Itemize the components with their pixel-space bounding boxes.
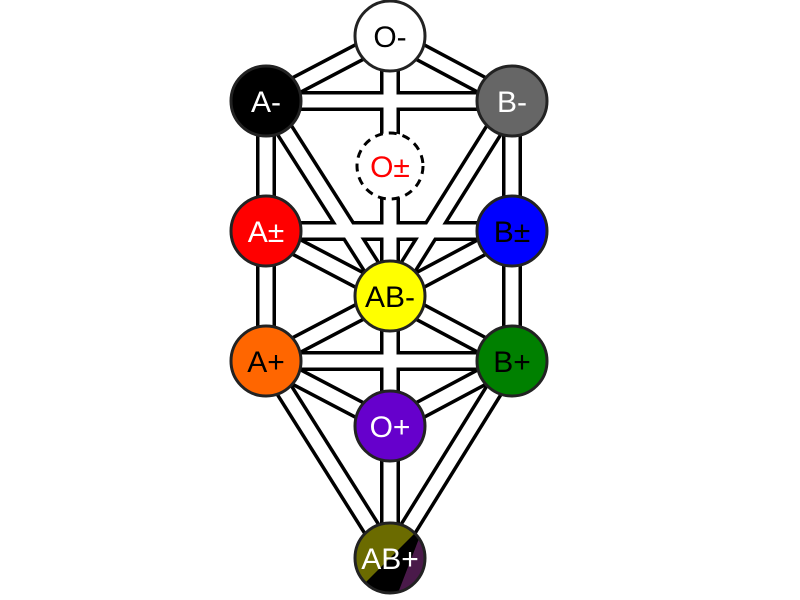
nodes-layer: O- A- B- O± A± B± AB- A+ B+ O+ AB+: [229, 0, 549, 595]
node-circle: [475, 194, 549, 268]
node-circle: [229, 324, 303, 398]
node-label: O+: [370, 411, 411, 444]
path-b-neg-to-ab-neg: [384, 97, 518, 300]
node-a-neg: A-: [229, 64, 303, 138]
node-label: AB+: [361, 543, 419, 576]
node-label: AB-: [365, 281, 415, 314]
node-label: B+: [493, 346, 531, 379]
node-label: A-: [251, 86, 281, 119]
node-circle: [475, 64, 549, 138]
node-label: O±: [370, 151, 410, 184]
node-fill-segment: [355, 523, 425, 593]
node-a-pm: A±: [229, 194, 303, 268]
node-ab-pos: AB+: [353, 521, 427, 595]
node-circle: [229, 194, 303, 268]
node-circle: [475, 324, 549, 398]
node-b-pm: B±: [475, 194, 549, 268]
node-o-pm: O±: [355, 131, 425, 201]
node-b-neg: B-: [475, 64, 549, 138]
path-b-pos-to-ab-pos: [384, 357, 518, 562]
node-o-pos: O+: [353, 389, 427, 463]
node-circle: [353, 0, 427, 73]
path-a-neg-to-ab-neg: [260, 97, 396, 300]
node-outline: [353, 521, 427, 595]
node-circle-dashed: [355, 131, 425, 201]
path-a-pos-to-ab-pos: [260, 357, 396, 562]
node-label: O-: [373, 21, 406, 54]
node-label: A±: [248, 216, 284, 249]
node-circle: [353, 259, 427, 333]
node-ab-neg: AB-: [353, 259, 427, 333]
node-b-pos: B+: [475, 324, 549, 398]
node-circle: [353, 389, 427, 463]
node-fill-segment: [398, 523, 425, 593]
node-label: A+: [247, 346, 285, 379]
node-o-neg: O-: [353, 0, 427, 73]
node-label: B-: [497, 86, 527, 119]
node-circle: [229, 64, 303, 138]
node-a-pos: A+: [229, 324, 303, 398]
node-label: B±: [494, 216, 530, 249]
